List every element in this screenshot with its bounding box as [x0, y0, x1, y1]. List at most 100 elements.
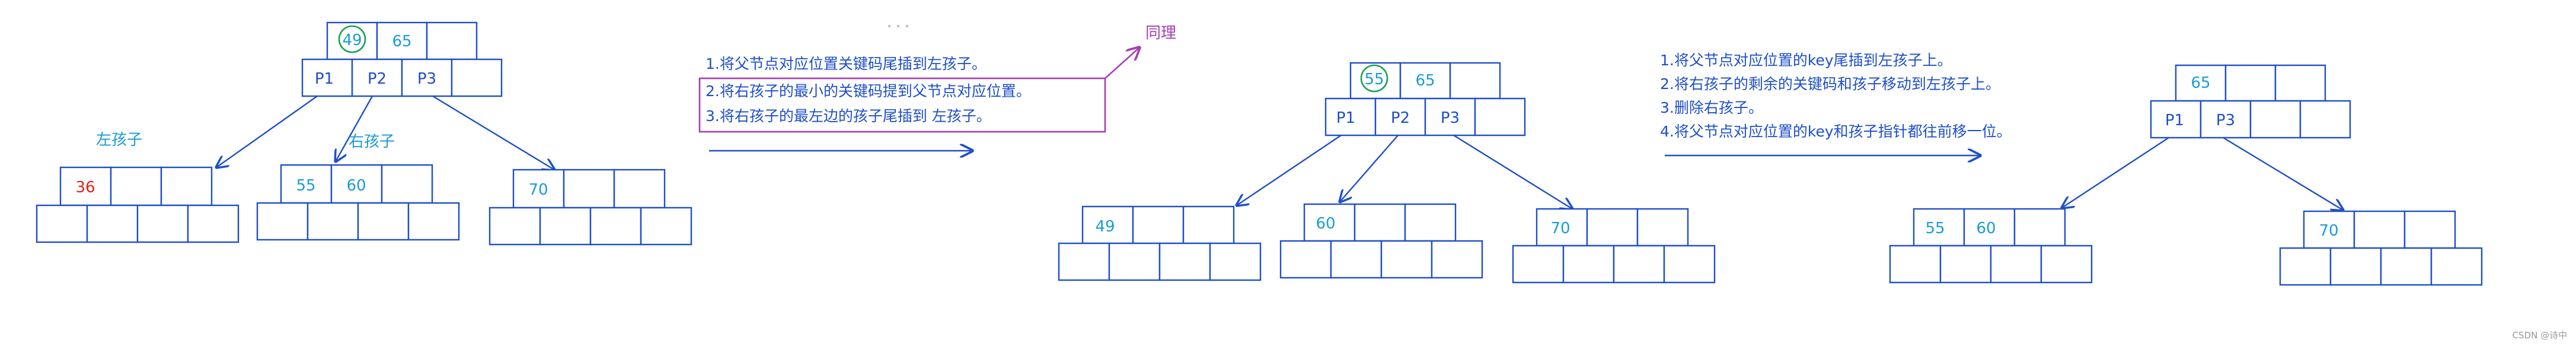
stage2-leaf-right: 70 [1512, 208, 1716, 284]
step-b-line: 1.将父节点对应位置的key尾插到左孩子上。 [1660, 52, 1952, 69]
root-key: 65 [2191, 74, 2210, 92]
left-child-label: 左孩子 [96, 131, 142, 149]
root-key-cell [426, 21, 478, 61]
root-ptr: P1 [1336, 109, 1355, 127]
leaf-ptr-cell [1108, 242, 1161, 281]
stage2-root-node: 55 65 P1 P2 P3 [1324, 62, 1526, 137]
leaf-ptr-cell [307, 202, 359, 241]
stage1-root-node: 49 65 P1 P2 P3 [301, 21, 503, 97]
step-a-line: 3.将右孩子的最左边的孩子尾插到 左孩子。 [706, 107, 991, 125]
root-ptr-cell [401, 58, 453, 97]
edge-to-left-child [216, 96, 318, 167]
root-key-cell [326, 21, 378, 61]
leaf-key: 70 [1550, 220, 1570, 237]
leaf-key-cell [1404, 203, 1457, 242]
leaf-ptr-cell [357, 202, 410, 241]
leaf-key-cell [280, 164, 333, 204]
leaf-ptr-cell [2279, 247, 2332, 286]
leaf-ptr-cell [1663, 245, 1716, 284]
leaf-ptr-cell [36, 204, 88, 243]
leaf-key: 70 [2319, 222, 2338, 240]
leaf-ptr-cell [1330, 240, 1383, 279]
leaf-ptr-cell [1431, 240, 1483, 279]
stage2-leaf-mid: 60 [1279, 203, 1483, 279]
leaf-ptr-cell [1380, 240, 1433, 279]
leaf-key-cell [381, 164, 433, 204]
root-ptr-cell [1474, 97, 1526, 137]
footer-watermark: CSDN @诗中 [2512, 330, 2567, 341]
leaf-key: 49 [1095, 218, 1115, 236]
leaf-key-cell [1354, 203, 1406, 242]
decorative-dots [888, 25, 908, 27]
step-b-line: 4.将父节点对应位置的key和孩子指针都往前移一位。 [1660, 123, 2012, 140]
root-key: 65 [1415, 72, 1435, 90]
edge-to-left-child [2062, 137, 2169, 208]
leaf-key-cell [2353, 210, 2406, 249]
edge-to-left-child [1237, 135, 1342, 205]
stage3-leaf-right: 70 [2279, 210, 2483, 286]
stage3-leaf-left: 55 60 [1889, 208, 2093, 284]
leaf-ptr-cell [1990, 245, 2042, 284]
leaf-key-cell [1081, 205, 1134, 245]
leaf-ptr-cell [136, 204, 189, 243]
leaf-ptr-cell [2329, 247, 2382, 286]
leaf-ptr-cell [1939, 245, 1992, 284]
leaf-ptr-cell [187, 204, 240, 243]
leaf-key-cell [2403, 210, 2456, 249]
stage1-leaf-left: 36 [36, 166, 240, 243]
leaf-ptr-cell [2430, 247, 2483, 286]
root-ptr: P3 [417, 70, 436, 88]
stage2-tree: 55 65 P1 P2 P3 49 [1058, 62, 1716, 284]
highlight-box [698, 77, 1106, 133]
leaf-ptr-cell [1562, 245, 1615, 284]
highlight-arrow [1105, 47, 1139, 79]
leaf-ptr-cell [489, 207, 541, 246]
leaf-key: 60 [346, 177, 366, 195]
root-key-cell [2175, 64, 2227, 102]
leaf-key-cell [1182, 205, 1235, 245]
leaf-ptr-cell [1058, 242, 1110, 281]
edge-to-right-child [1453, 134, 1572, 209]
root-ptr: P3 [1441, 109, 1460, 127]
root-key: 49 [342, 31, 362, 49]
leaf-key-cell [330, 164, 383, 204]
stage2-leaf-left: 49 [1058, 205, 1262, 281]
leaf-ptr-cell [1613, 245, 1665, 284]
edge-to-right-child [2223, 137, 2343, 210]
step-a-line: 2.将右孩子的最小的关键码提到父节点对应位置。 [706, 82, 1031, 100]
leaf-ptr-cell [1512, 245, 1565, 284]
stage1-tree: 49 65 P1 P2 P3 左孩子 右孩子 36 [36, 21, 692, 246]
step-b-line: 3.删除右孩子。 [1660, 99, 1763, 116]
leaf-ptr-cell [1279, 240, 1332, 279]
leaf-key: 60 [1316, 215, 1335, 233]
step-a-line: 1.将父节点对应位置关键码尾插到左孩子。 [706, 55, 987, 72]
root-key-cell [2274, 64, 2326, 102]
leaf-ptr-cell [640, 207, 692, 246]
leaf-ptr-cell [86, 204, 139, 243]
leaf-key-cell [1132, 205, 1185, 245]
same-label: 同理 [1145, 24, 1176, 42]
leaf-ptr-cell [407, 202, 460, 241]
root-key: 65 [392, 33, 411, 50]
stage3-root-node: 65 P1 P3 [2150, 64, 2351, 139]
removed-key: 36 [75, 179, 95, 196]
edge-to-mid-child [336, 96, 374, 161]
stage1-leaf-mid: 55 60 [256, 164, 460, 241]
leaf-ptr-cell [1889, 245, 1942, 284]
stage3-tree: 65 P1 P3 55 60 [1889, 64, 2483, 286]
root-ptr: P2 [368, 70, 387, 88]
leaf-key-cell [563, 169, 615, 209]
root-key-cell [2224, 64, 2277, 102]
leaf-key-cell [613, 169, 666, 209]
leaf-key-cell [512, 169, 565, 209]
root-ptr-cell [351, 58, 403, 97]
steps-b-panel: 1.将父节点对应位置的key尾插到左孩子上。 2.将右孩子的剩余的关键码和孩子移… [1660, 52, 2012, 155]
leaf-ptr-cell [2380, 247, 2433, 286]
leaf-ptr-cell [589, 207, 642, 246]
leaf-ptr-cell [1158, 242, 1211, 281]
leaf-key: 70 [528, 181, 548, 199]
leaf-key-cell [1303, 203, 1356, 242]
leaf-key-cell [1636, 208, 1689, 247]
root-ptr-cell [1374, 97, 1426, 137]
